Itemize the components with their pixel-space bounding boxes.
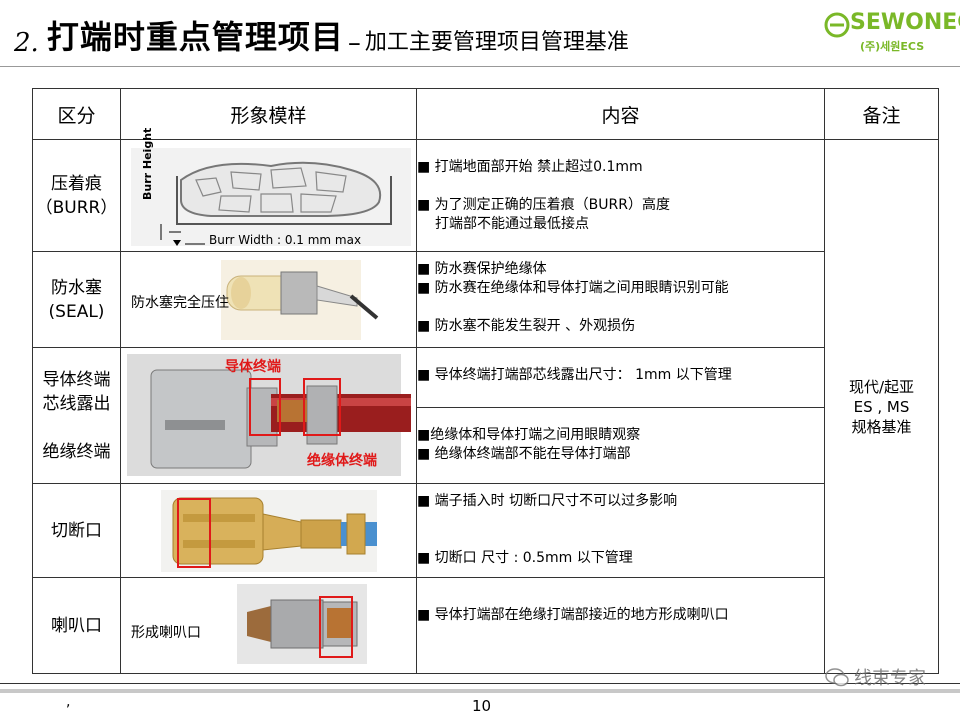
watermark: 线束专家 (824, 664, 926, 690)
category-conductor-insulation: 导体终端 芯线露出 绝缘终端 (32, 347, 121, 484)
title-dash: – (347, 28, 361, 58)
seal-photo: 防水塞完全压住 (120, 251, 417, 348)
table-row-seal: 防水塞 (SEAL) 防水塞完全压住 ■ 防水赛保护绝缘体 ■ 防水赛在绝缘体和… (32, 251, 939, 348)
seal-illustration (221, 260, 379, 340)
watermark-text: 线束专家 (854, 668, 926, 689)
footer-mark: , (66, 694, 71, 710)
content-burr: ■ 打端地面部开始 禁止超过0.1mm ■ 为了测定正确的压着痕（BURR）高度… (416, 139, 825, 252)
header-image: 形象模样 (120, 88, 417, 140)
conductor-end-label: 导体终端 (225, 359, 281, 375)
logo-icon (824, 12, 850, 38)
table-row-conductor-top: 导体终端 芯线露出 绝缘终端 导体终端 绝缘体终端 ■ 导体终端打端 (32, 347, 939, 484)
logo-text: SEWONECS (850, 10, 960, 35)
slide-title: 2. 打端时重点管理项目 – 加工主要管理项目管理基准 (14, 12, 629, 58)
header-category: 区分 (32, 88, 121, 140)
table-header-row: 区分 形象模样 内容 备注 (32, 88, 939, 140)
page-number: 10 (472, 697, 492, 715)
seal-caption: 防水塞完全压住 (131, 295, 229, 311)
category-seal: 防水塞 (SEAL) (32, 251, 121, 348)
burr-width-label: Burr Width : 0.1 mm max (209, 233, 362, 247)
table-row-conductor-bottom: ■绝缘体和导体打端之间用眼睛观察 ■ 绝缘体终端部不能在导体打端部 (33, 407, 939, 484)
table-row-burr: 压着痕 （BURR） Burr Height Burr Width : 0.1 … (32, 128, 939, 674)
insulation-end-highlight (303, 378, 341, 436)
table-row-bellmouth: 喇叭口 形成喇叭口 ■ 导体打端部在绝缘打端部接近的地方形成喇叭口 (32, 577, 939, 674)
terminal-photo: 导体终端 绝缘体终端 (120, 347, 417, 484)
remark-cell: 现代/起亚 ES , MS 规格基准 (824, 139, 939, 674)
management-table: 区分 形象模样 内容 备注 压着痕 （BURR） Burr Height Bur… (32, 88, 939, 674)
bellmouth-caption: 形成喇叭口 (131, 625, 201, 641)
content-seal: ■ 防水赛保护绝缘体 ■ 防水赛在绝缘体和导体打端之间用眼睛识别可能 ■ 防水塞… (416, 251, 825, 348)
burr-diagram: Burr Height Burr Width : 0.1 mm max (120, 128, 417, 252)
page-title: 打端时重点管理项目 (46, 18, 344, 56)
content-cutoff: ■ 端子插入时 切断口尺寸不可以过多影响 ■ 切断口 尺寸 : 0.5mm 以下… (416, 483, 825, 578)
content-bellmouth: ■ 导体打端部在绝缘打端部接近的地方形成喇叭口 (416, 577, 825, 674)
table-row-cutoff: 切断口 ■ 端子插入时 切断口尺寸不可以过多影响 ■ 切断口 尺寸 : 0.5m… (32, 483, 939, 578)
conductor-end-highlight (249, 378, 281, 436)
header-remark: 备注 (824, 88, 939, 140)
page-subtitle: 加工主要管理项目管理基准 (364, 30, 629, 55)
category-burr: 压着痕 （BURR） (32, 139, 121, 252)
bellmouth-highlight (319, 596, 353, 658)
title-divider (0, 66, 960, 67)
bellmouth-photo: 形成喇叭口 (120, 577, 417, 674)
company-logo: SEWONECS (주)세원ECS (824, 10, 960, 56)
footer-divider (0, 683, 960, 684)
insulation-end-label: 绝缘体终端 (307, 453, 377, 469)
header-content: 内容 (416, 88, 825, 140)
burr-height-label: Burr Height (141, 127, 154, 200)
footer-bar (0, 689, 960, 693)
content-insulation-end: ■绝缘体和导体打端之间用眼睛观察 ■ 绝缘体终端部不能在导体打端部 (416, 407, 825, 484)
content-conductor-end: ■ 导体终端打端部芯线露出尺寸： 1mm 以下管理 (416, 347, 825, 408)
cutoff-photo (120, 483, 417, 578)
logo-subtext: (주)세원ECS (860, 40, 925, 53)
category-cutoff: 切断口 (32, 483, 121, 578)
burr-illustration (131, 148, 411, 246)
cutoff-illustration (161, 490, 377, 572)
section-number: 2. (14, 28, 39, 58)
category-bellmouth: 喇叭口 (32, 577, 121, 674)
terminal-illustration (127, 354, 411, 476)
cutoff-highlight (177, 498, 211, 568)
wechat-icon (825, 668, 849, 687)
